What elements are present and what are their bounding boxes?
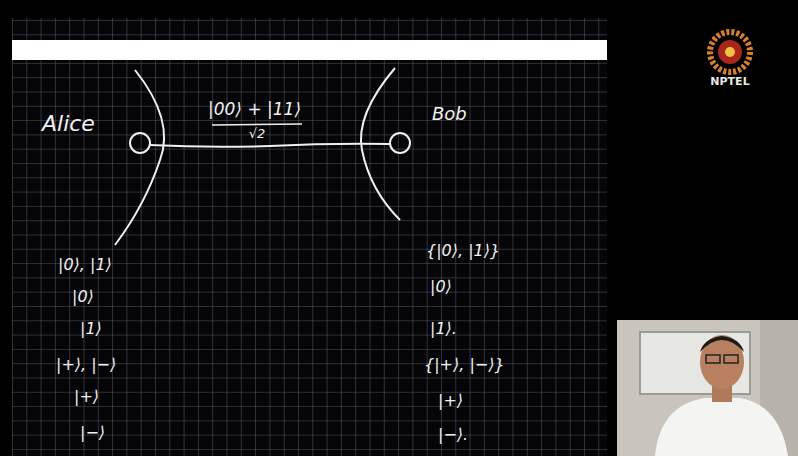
participant-name: Alice	[42, 112, 95, 136]
bob-qubit	[390, 133, 410, 153]
fraction-bar	[212, 124, 302, 125]
logo-text: NPTEL	[710, 76, 749, 88]
state-label: |1⟩	[80, 320, 102, 338]
state-label: |+⟩	[438, 392, 463, 410]
state-label: |0⟩	[430, 278, 452, 296]
alice-boundary	[115, 70, 164, 245]
title-bar	[12, 40, 607, 60]
state-numerator: |00⟩ + |11⟩	[208, 100, 301, 119]
state-label: |1⟩.	[430, 320, 457, 338]
entanglement-line	[150, 144, 390, 147]
basis-label: |+⟩, |−⟩	[56, 356, 116, 374]
grid-ground	[12, 18, 607, 456]
participant-name: Bob	[432, 104, 467, 124]
state-label: |0⟩	[72, 288, 94, 306]
state-label: |−⟩.	[438, 426, 468, 444]
state-denominator: √2	[249, 127, 266, 141]
webcam-inset	[617, 320, 798, 456]
basis-label: |0⟩, |1⟩	[58, 256, 112, 274]
basis-label: {|0⟩, |1⟩}	[426, 242, 500, 260]
grid-lines	[12, 18, 607, 456]
alice-qubit	[130, 133, 150, 153]
state-label: |+⟩	[74, 388, 99, 406]
state-label: |−⟩	[80, 424, 105, 442]
basis-label: {|+⟩, |−⟩}	[424, 356, 505, 374]
nptel-logo	[710, 32, 750, 72]
